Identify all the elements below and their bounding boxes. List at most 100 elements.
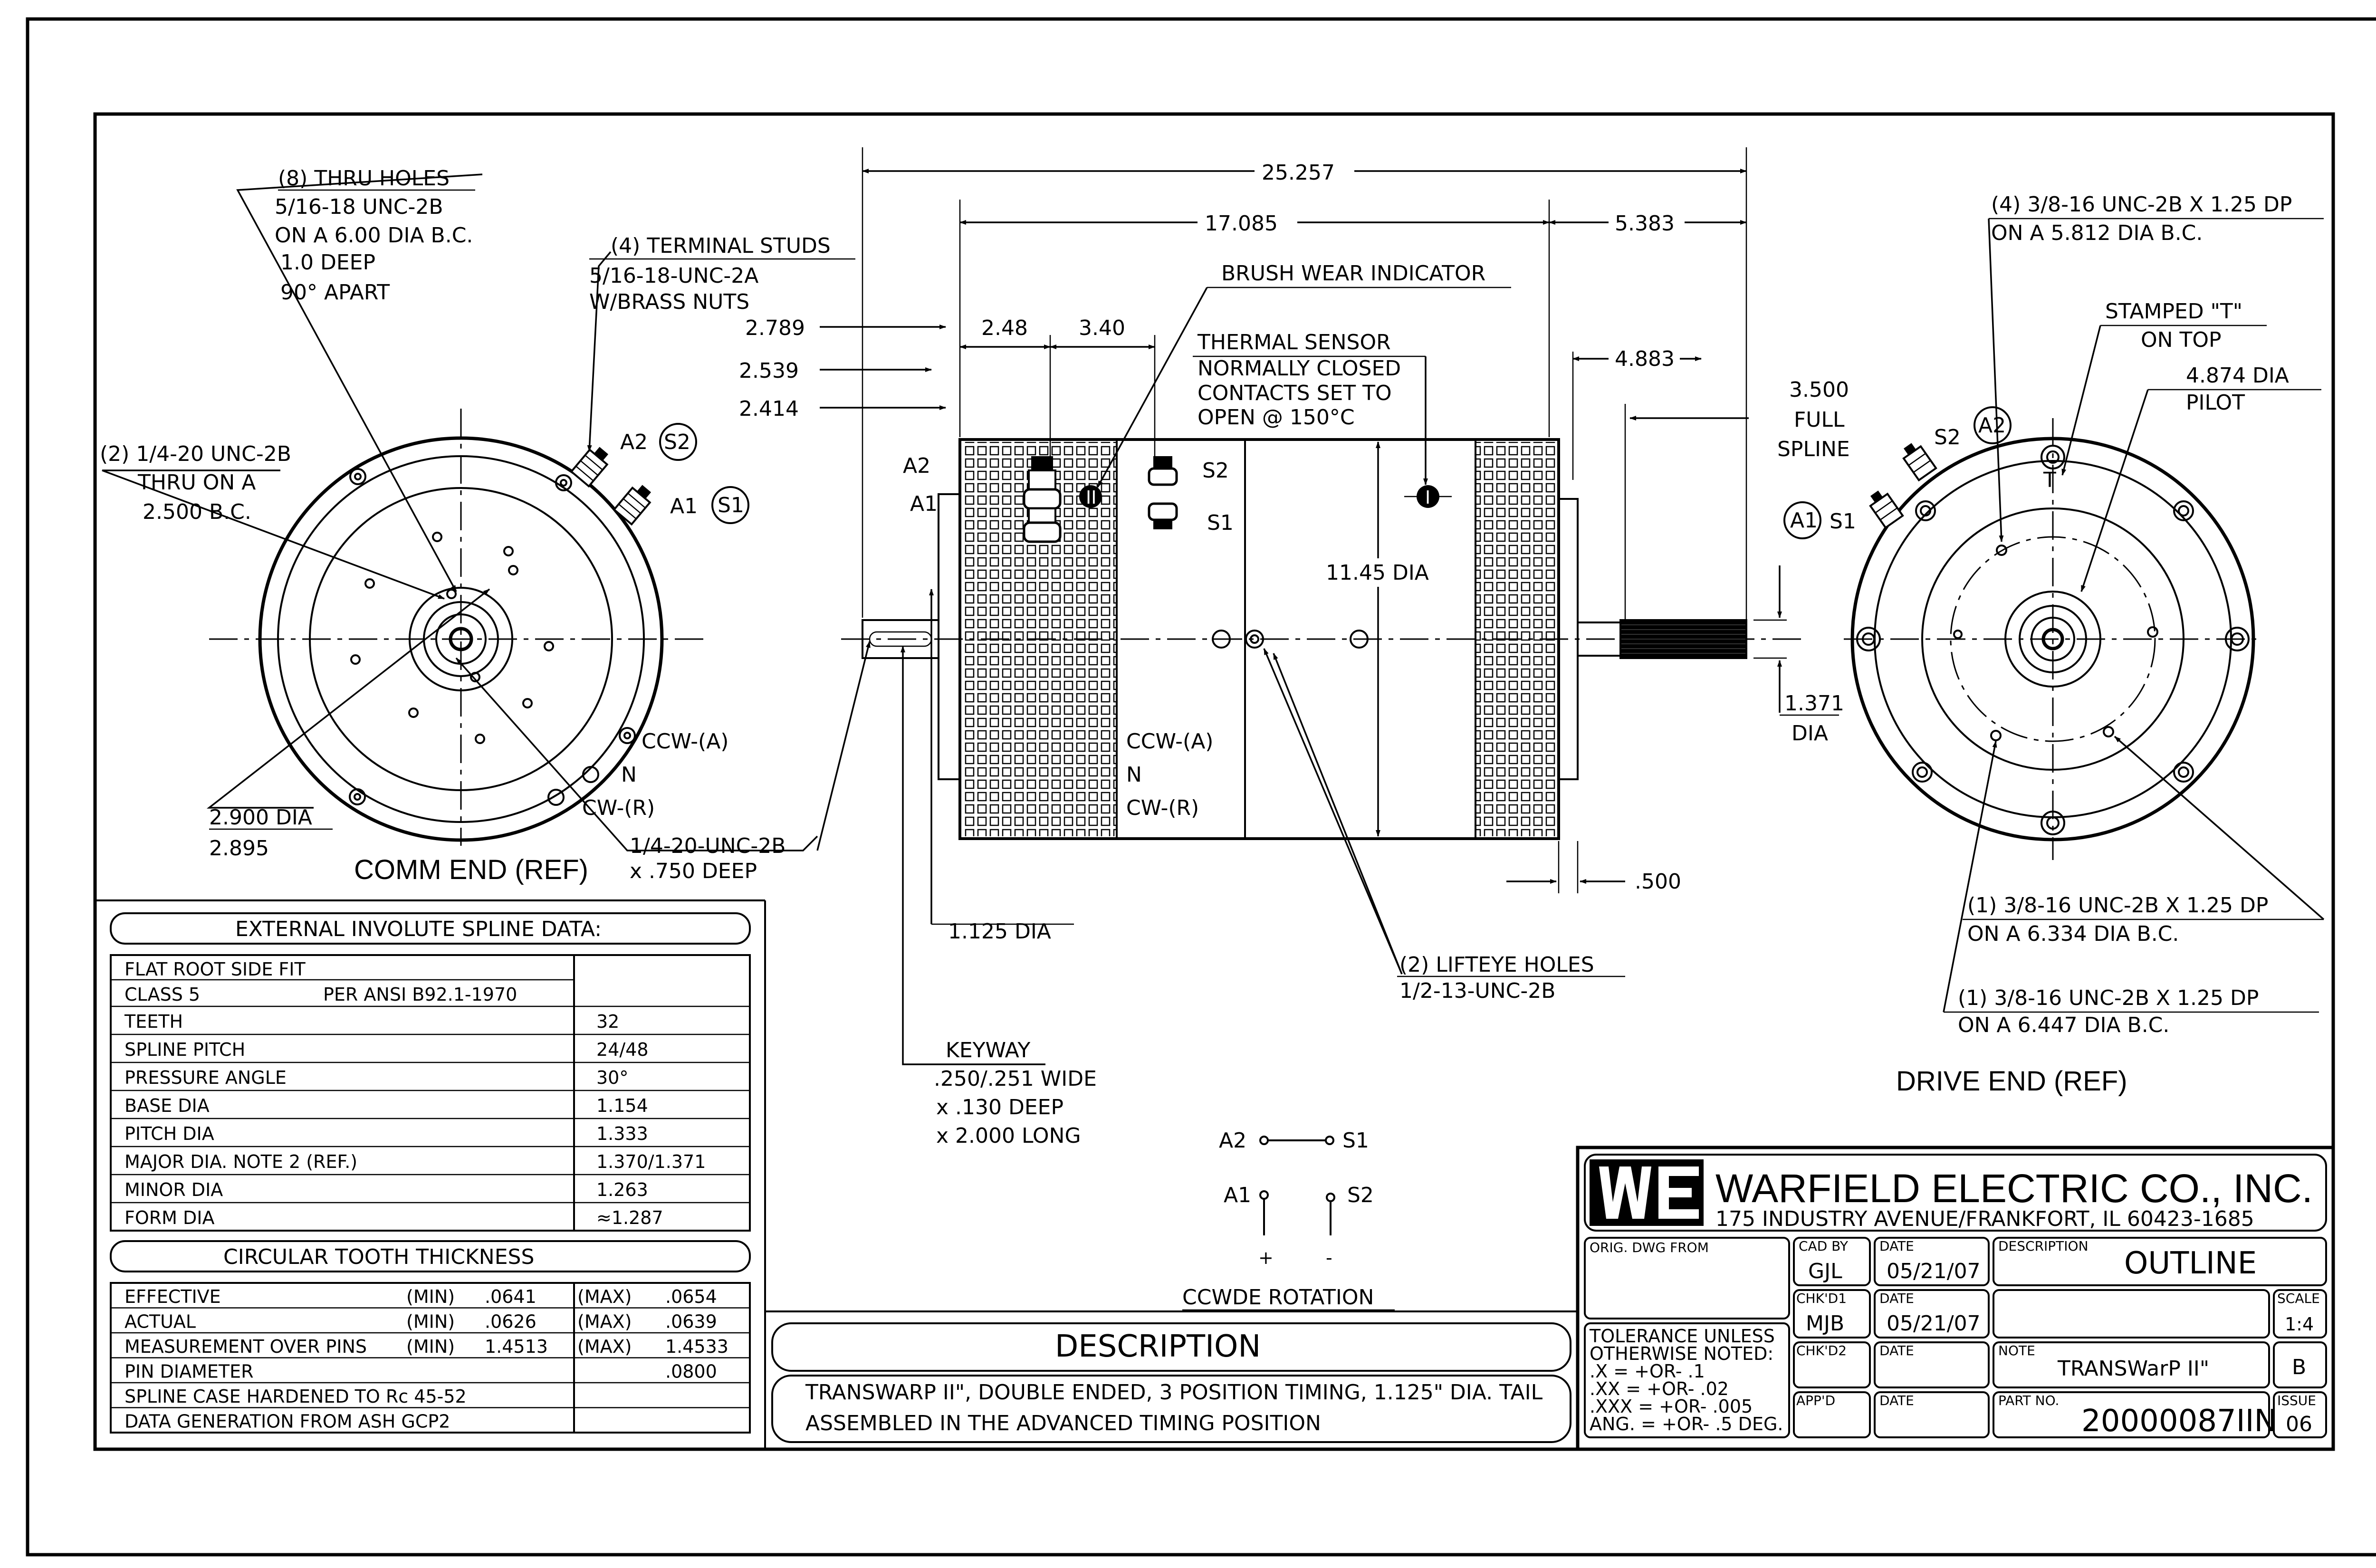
desc-value: OUTLINE	[2124, 1246, 2257, 1281]
comm-dia-2: 2.895	[209, 836, 269, 860]
drive-pilot-1: 4.874 DIA	[2186, 363, 2289, 388]
rot-plus: +	[1258, 1247, 1274, 1268]
tol-4: .XX = +OR- .02	[1590, 1378, 1729, 1399]
dim-2-414: 2.414	[739, 397, 799, 421]
drive-stamp-2: ON TOP	[2141, 328, 2222, 352]
tooth-row-label: DATA GENERATION FROM ASH GCP2	[125, 1411, 450, 1432]
drive-s2: S2	[1934, 425, 1961, 449]
spline-3: SPLINE	[1777, 437, 1850, 461]
dim-4-883: 4.883	[1615, 347, 1675, 371]
drive-end-vent-grid	[1475, 442, 1556, 836]
dim-3-40: 3.40	[1079, 316, 1125, 340]
side-a1: A1	[910, 492, 938, 516]
spline-row-value: 1.333	[596, 1123, 648, 1144]
spline-row-label: PRESSURE ANGLE	[125, 1067, 287, 1088]
spline-row-value: 1.370/1.371	[596, 1151, 706, 1172]
tol-5: .XXX = +OR- .005	[1590, 1396, 1753, 1417]
chk2-label: CHK'D2	[1796, 1343, 1847, 1358]
tol-6: ANG. = +OR- .5 DEG.	[1590, 1414, 1783, 1434]
desc-label: DESCRIPTION	[1998, 1238, 2089, 1254]
drive-s1: S1	[1830, 509, 1856, 534]
scale-value: 1:4	[2285, 1314, 2314, 1335]
cad-label: CAD BY	[1799, 1238, 1849, 1254]
date-label-4: DATE	[1879, 1393, 1914, 1408]
tooth-row-min-tag: (MIN)	[406, 1286, 455, 1307]
tol-2: OTHERWISE NOTED:	[1590, 1343, 1773, 1364]
spline-row-value: 1.154	[596, 1095, 648, 1116]
tooth-row-min-tag: (MIN)	[406, 1336, 455, 1357]
company-name: WARFIELD ELECTRIC CO., INC.	[1715, 1166, 2313, 1211]
spline-row-label: MINOR DIA	[125, 1179, 223, 1200]
spline-row-value: 32	[596, 1011, 619, 1032]
thermal-1: THERMAL SENSOR	[1197, 330, 1391, 354]
drawing-frame	[93, 112, 2335, 1451]
comm-thru-holes-1: 5/16-18 UNC-2B	[275, 195, 443, 219]
tooth-row-min-tag: (MIN)	[406, 1311, 455, 1332]
spline-1: 3.500	[1789, 378, 1849, 402]
brush-wear-indicator-icon	[1079, 485, 1102, 508]
side-a2: A2	[903, 454, 930, 478]
title-block: WARFIELD ELECTRIC CO., INC. 175 INDUSTRY…	[1576, 1146, 2335, 1451]
spline-row-value: ≈1.287	[596, 1207, 663, 1228]
part-value: 20000087IIN	[2081, 1404, 2277, 1439]
comm-s2: S2	[664, 430, 690, 454]
spline-row-label: BASE DIA	[125, 1095, 210, 1116]
spline-2: FULL	[1794, 408, 1845, 432]
tooth-row-label: EFFECTIVE	[125, 1286, 221, 1307]
drive-end-view: T (4) 3/8-16 UNC-2B X 1.25 DP ON A 5.812…	[1783, 192, 2325, 1097]
comm-n: N	[621, 763, 637, 787]
spline-row1a: CLASS 5	[125, 984, 200, 1005]
comm-a1: A1	[670, 494, 698, 518]
dia-1371-2: DIA	[1792, 721, 1828, 746]
spline-row0: FLAT ROOT SIDE FIT	[125, 959, 306, 980]
dia-1371-1: 1.371	[1784, 691, 1844, 716]
comm-studs-2: W/BRASS NUTS	[589, 290, 749, 314]
drive-stamp-1: STAMPED "T"	[2105, 299, 2242, 324]
scale-label: SCALE	[2277, 1291, 2320, 1306]
side-view: 25.257 17.085 5.383 2.48 3.40 4.883 3.50…	[739, 147, 1850, 1148]
keyway-4: x 2.000 LONG	[936, 1124, 1081, 1148]
note-label: NOTE	[1998, 1343, 2035, 1358]
side-terminal-s2	[1148, 456, 1178, 486]
comm-end-title: COMM END (REF)	[354, 854, 588, 885]
spline-row-label: SPLINE PITCH	[125, 1039, 245, 1060]
tooth-row-max: .0654	[665, 1286, 717, 1307]
dim-overall: 25.257	[1262, 161, 1335, 185]
lifteye-2: 1/2-13-UNC-2B	[1399, 979, 1555, 1003]
drive-end-title: DRIVE END (REF)	[1896, 1066, 2127, 1097]
rev-value: B	[2292, 1355, 2306, 1379]
tooth-row-label: MEASUREMENT OVER PINS	[125, 1336, 367, 1357]
comm-dia-1: 2.900 DIA	[209, 805, 312, 830]
company-address: 175 INDUSTRY AVENUE/FRANKFORT, IL 60423-…	[1715, 1207, 2254, 1231]
issue-value: 06	[2286, 1412, 2312, 1436]
comm-thru-holes-2: ON A 6.00 DIA B.C.	[275, 223, 473, 248]
comm-tap-2: x .750 DEEP	[630, 859, 757, 883]
comm-cw: CW-(R)	[582, 796, 655, 820]
dim-500: .500	[1635, 870, 1681, 894]
side-s1: S1	[1207, 511, 1234, 535]
roman-2: II	[1086, 487, 1096, 508]
comm-thru-holes-title: (8) THRU HOLES	[278, 166, 450, 191]
description-panel: DESCRIPTION TRANSWARP II", DOUBLE ENDED,…	[765, 1310, 1578, 1443]
tooth-row-min: .0626	[485, 1311, 537, 1332]
part-label: PART NO.	[1998, 1393, 2059, 1408]
comm-terminal-stud-a2	[570, 447, 609, 488]
dia-11-45: 11.45 DIA	[1326, 561, 1429, 585]
orig-label: ORIG. DWG FROM	[1590, 1240, 1709, 1255]
keyway-3: x .130 DEEP	[936, 1095, 1063, 1119]
spline-row-value: 24/48	[596, 1039, 649, 1060]
spline-knurl	[1619, 619, 1747, 659]
spline-row-label: TEETH	[124, 1011, 183, 1032]
comm-studs-title: (4) TERMINAL STUDS	[611, 234, 831, 258]
date-label-3: DATE	[1879, 1343, 1914, 1358]
comm-thru-holes-4: 90° APART	[280, 280, 390, 305]
dim-2-539: 2.539	[739, 359, 799, 383]
drive-c1-2: ON A 5.812 DIA B.C.	[1991, 221, 2203, 245]
drive-a2: A2	[1978, 413, 2006, 438]
comm-s1: S1	[718, 493, 744, 517]
tooth-row-max-tag: (MAX)	[577, 1286, 632, 1307]
drive-c3-1: (1) 3/8-16 UNC-2B X 1.25 DP	[1958, 986, 2259, 1010]
rotation-label: CCWDE ROTATION	[1182, 1285, 1374, 1310]
drive-terminal-a1	[1869, 490, 1904, 529]
